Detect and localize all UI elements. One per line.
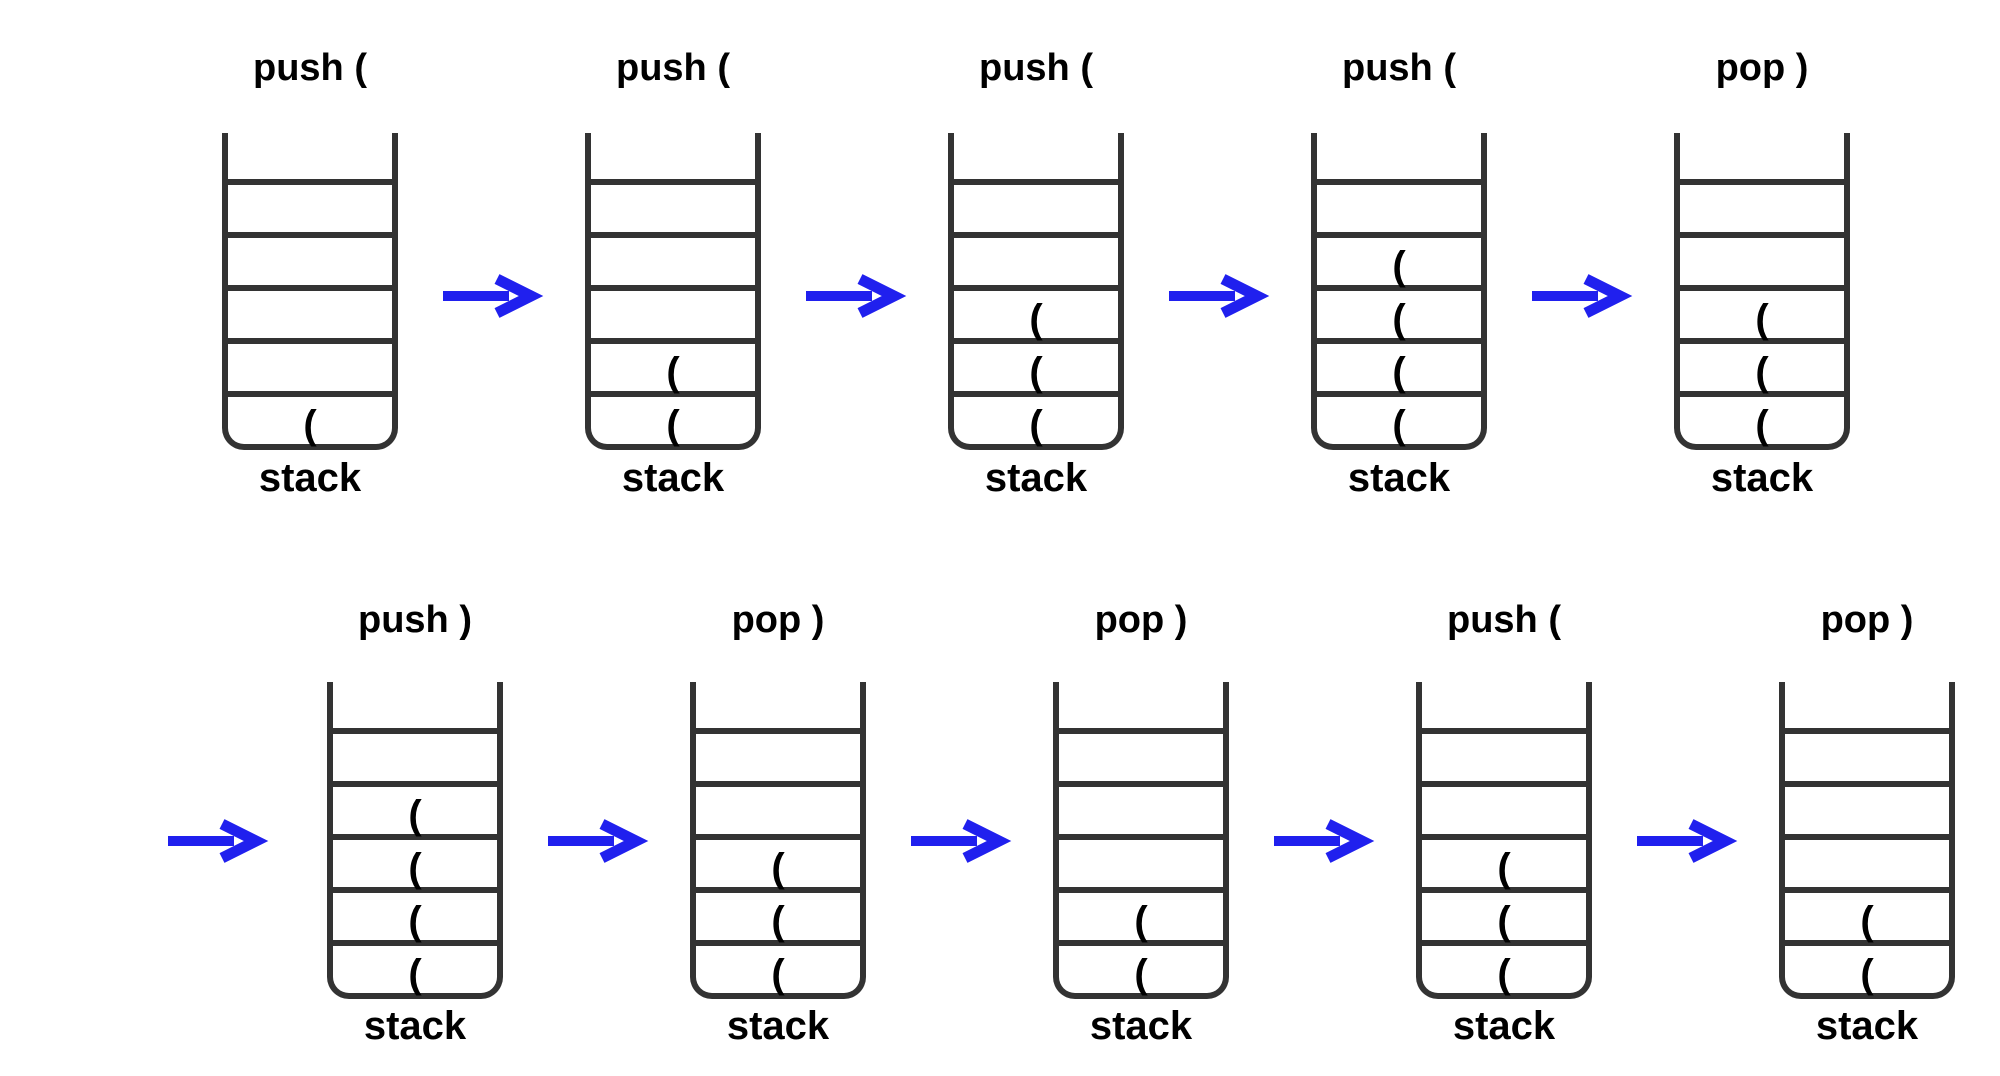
flow-arrow-icon <box>1274 819 1375 863</box>
stack: (( <box>585 133 761 450</box>
operation-label: push ) <box>358 599 472 641</box>
stack-caption: stack <box>258 456 362 500</box>
stack-caption: stack <box>621 456 725 500</box>
stack-slot: ( <box>696 940 860 994</box>
operation-label: pop ) <box>1094 599 1188 641</box>
stack-slot <box>228 232 392 285</box>
flow-arrow-icon <box>168 819 269 863</box>
stack-slot: ( <box>1785 887 1949 941</box>
stack: ((( <box>948 133 1124 450</box>
flow-arrow-icon <box>911 819 1012 863</box>
stack-slot: ( <box>1317 285 1481 339</box>
flow-arrow-icon <box>1169 274 1270 318</box>
stack-slot <box>954 232 1118 285</box>
stack-slot: ( <box>333 781 497 835</box>
stack-slot: ( <box>591 338 755 392</box>
stack-caption: stack <box>984 456 1088 500</box>
operation-label: push ( <box>1342 47 1456 89</box>
stack: (((( <box>1311 133 1487 450</box>
stack-slot <box>1317 179 1481 232</box>
stack: ((( <box>690 682 866 999</box>
stack-slot: ( <box>696 834 860 888</box>
flow-arrow-icon <box>1637 819 1738 863</box>
stack-slot <box>333 682 497 728</box>
flow-arrow-icon <box>548 819 649 863</box>
stack-slot: ( <box>1680 338 1844 392</box>
stack-slot: ( <box>1317 391 1481 445</box>
stack: ((( <box>1674 133 1850 450</box>
stack-slot <box>1422 728 1586 781</box>
stack-slot <box>591 232 755 285</box>
stack-slot: ( <box>1785 940 1949 994</box>
stack-caption: stack <box>1347 456 1451 500</box>
stack-slot <box>954 133 1118 179</box>
stack-caption: stack <box>363 1004 467 1048</box>
operation-label: pop ) <box>731 599 825 641</box>
stack-slot: ( <box>1422 940 1586 994</box>
stack-slot: ( <box>1680 285 1844 339</box>
stack-slot <box>1680 179 1844 232</box>
stack-caption: stack <box>1710 456 1814 500</box>
stack-slot <box>1680 232 1844 285</box>
stack-slot <box>333 728 497 781</box>
stack-slot: ( <box>1422 834 1586 888</box>
stack-slot: ( <box>591 391 755 445</box>
stack-slot: ( <box>1317 338 1481 392</box>
flow-arrow-icon <box>806 274 907 318</box>
stack-slot <box>696 682 860 728</box>
flow-arrow-icon <box>1532 274 1633 318</box>
stack-slot <box>591 133 755 179</box>
stack-slot <box>1422 682 1586 728</box>
stack-slot <box>228 338 392 391</box>
stack: (( <box>1779 682 1955 999</box>
stack-slot: ( <box>1680 391 1844 445</box>
stack-caption: stack <box>726 1004 830 1048</box>
stack-slot <box>1059 728 1223 781</box>
stack-slot <box>1059 781 1223 834</box>
stack-slot <box>228 179 392 232</box>
stack-slot: ( <box>954 391 1118 445</box>
stack-slot <box>1059 682 1223 728</box>
stack-slot: ( <box>333 940 497 994</box>
stack-slot: ( <box>1317 232 1481 286</box>
stack-slot: ( <box>954 285 1118 339</box>
stack-slot: ( <box>333 887 497 941</box>
stack-slot <box>228 285 392 338</box>
stack-slot: ( <box>333 834 497 888</box>
stack: ((( <box>1416 682 1592 999</box>
stack-slot: ( <box>1422 887 1586 941</box>
stack: (((( <box>327 682 503 999</box>
stack-slot: ( <box>1059 887 1223 941</box>
stack-slot <box>591 179 755 232</box>
stack-slot <box>1785 682 1949 728</box>
operation-label: push ( <box>616 47 730 89</box>
stack-caption: stack <box>1815 1004 1919 1048</box>
stack-slot <box>591 285 755 338</box>
stack-slot <box>1422 781 1586 834</box>
stack-slot <box>1317 133 1481 179</box>
stack-slot: ( <box>954 338 1118 392</box>
stack-slot <box>1785 834 1949 887</box>
flow-arrow-icon <box>443 274 544 318</box>
stack-slot: ( <box>1059 940 1223 994</box>
stack-slot <box>228 133 392 179</box>
operation-label: push ( <box>1447 599 1561 641</box>
stack-slot: ( <box>696 887 860 941</box>
stack-slot <box>1785 781 1949 834</box>
operation-label: pop ) <box>1715 47 1809 89</box>
stack-slot <box>1680 133 1844 179</box>
stack-slot: ( <box>228 391 392 445</box>
stack: (( <box>1053 682 1229 999</box>
stack-slot <box>696 781 860 834</box>
stack-caption: stack <box>1089 1004 1193 1048</box>
stack-slot <box>1059 834 1223 887</box>
operation-label: pop ) <box>1820 599 1914 641</box>
stack-slot <box>954 179 1118 232</box>
stack-slot <box>696 728 860 781</box>
operation-label: push ( <box>253 47 367 89</box>
stack-caption: stack <box>1452 1004 1556 1048</box>
stack: ( <box>222 133 398 450</box>
stack-slot <box>1785 728 1949 781</box>
operation-label: push ( <box>979 47 1093 89</box>
